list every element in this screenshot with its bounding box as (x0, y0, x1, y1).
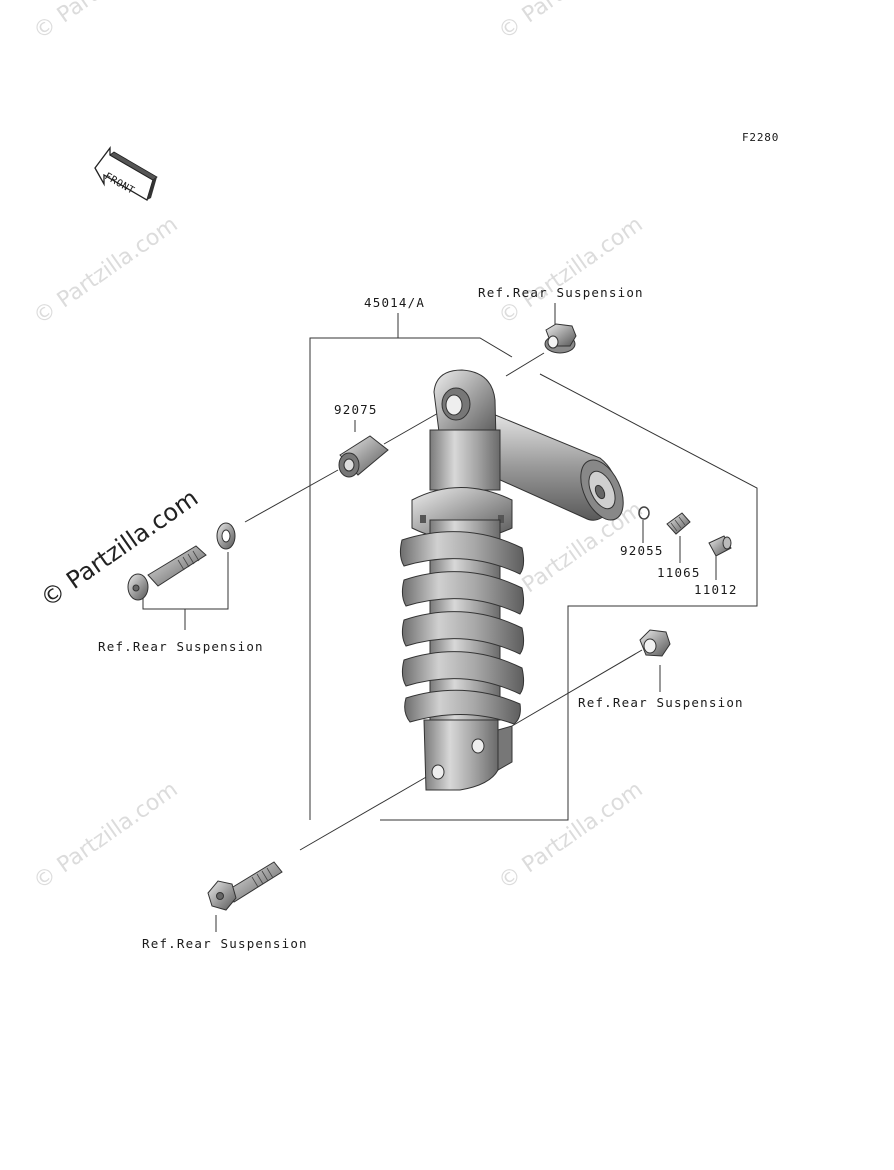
leader-lines (142, 303, 717, 932)
watermark-1: © Partzilla.com (29, 0, 182, 45)
watermark-7: © Partzilla.com (494, 777, 647, 895)
watermark-6: © Partzilla.com (29, 777, 182, 895)
watermark-text-7: © Partzilla.com (494, 777, 647, 895)
label-45014-a: 45014/A (364, 295, 425, 310)
label-11065: 11065 (657, 565, 701, 580)
cap-11012 (708, 535, 732, 557)
collar-92075 (338, 435, 389, 478)
label-ref-bottom-bolt: Ref.Rear Suspension (142, 936, 308, 951)
watermark-text-2: © Partzilla.com (494, 0, 647, 45)
label-ref-right-nut: Ref.Rear Suspension (578, 695, 744, 710)
watermark-dark-text: © Partzilla.com (35, 484, 203, 613)
diagram-code: F2280 (742, 131, 779, 144)
watermark-text-1: © Partzilla.com (29, 0, 182, 45)
washer-left (216, 522, 236, 550)
bottom-bolt (207, 861, 283, 911)
front-arrow-icon: FRONT (94, 146, 158, 201)
valve-11065 (666, 512, 691, 535)
top-flange-nut (544, 323, 577, 354)
watermark-text-4: © Partzilla.com (494, 212, 647, 330)
watermark-3: © Partzilla.com (29, 212, 182, 330)
watermark-dark: © Partzilla.com (35, 484, 203, 613)
assembly-bracket (309, 313, 758, 821)
shock-absorber (399, 369, 624, 791)
label-ref-left-bolt: Ref.Rear Suspension (98, 639, 264, 654)
watermark-text-6: © Partzilla.com (29, 777, 182, 895)
watermark-2: © Partzilla.com (494, 0, 647, 45)
o-ring-92055 (638, 506, 650, 520)
label-11012: 11012 (694, 582, 738, 597)
right-flange-nut (639, 629, 671, 657)
label-92075: 92075 (334, 402, 378, 417)
watermark-text-3: © Partzilla.com (29, 212, 182, 330)
left-bolt (127, 545, 207, 601)
watermark-4: © Partzilla.com (494, 212, 647, 330)
label-92055: 92055 (620, 543, 664, 558)
label-ref-top-nut: Ref.Rear Suspension (478, 285, 644, 300)
